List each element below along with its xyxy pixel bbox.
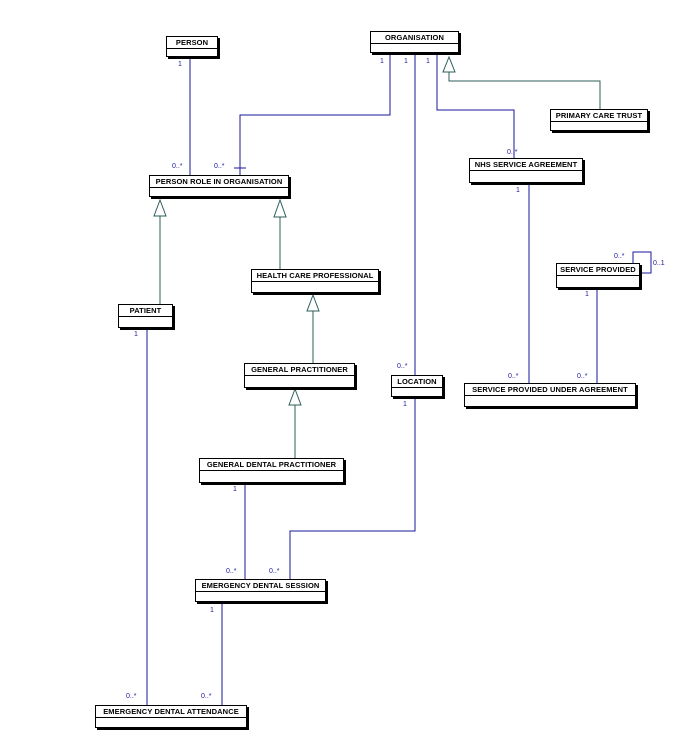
- entity-emergency-dental-session: EMERGENCY DENTAL SESSION: [195, 579, 326, 602]
- mult-nsa-many: 0..*: [507, 149, 518, 156]
- mult-eds-one: 1: [210, 607, 214, 614]
- mult-location-many: 0..*: [397, 363, 408, 370]
- entity-emergency-dental-attendance: EMERGENCY DENTAL ATTENDANCE: [95, 705, 247, 728]
- mult-eds-many-right: 0..*: [269, 568, 280, 575]
- mult-patient-one: 1: [134, 331, 138, 338]
- mult-eda-many-right: 0..*: [201, 693, 212, 700]
- gen-arrow-role-patient: [153, 198, 167, 217]
- gen-arrow-gp: [288, 387, 302, 406]
- entity-general-practitioner: GENERAL PRACTITIONER: [244, 363, 355, 388]
- assoc-organisation-role: [239, 54, 391, 176]
- entity-nhs-service-agreement: NHS SERVICE AGREEMENT: [469, 158, 583, 183]
- entity-patient: PATIENT: [118, 304, 173, 328]
- gen-arrow-hcp: [306, 293, 320, 312]
- mult-person-one: 1: [178, 61, 182, 68]
- mult-gdp-one: 1: [233, 486, 237, 493]
- mult-sp-self-opt: 0..1: [653, 260, 665, 267]
- gen-arrow-organisation: [442, 55, 456, 73]
- mult-eds-many-left: 0..*: [226, 568, 237, 575]
- entity-person: PERSON: [166, 36, 218, 57]
- assoc-location-eds: [289, 397, 416, 580]
- mult-spua-many-right: 0..*: [577, 373, 588, 380]
- entity-person-role-in-organisation: PERSON ROLE IN ORGANISATION: [149, 175, 289, 197]
- mult-org-one-a: 1: [380, 58, 384, 65]
- entity-service-provided-under-agreement: SERVICE PROVIDED UNDER AGREEMENT: [464, 383, 636, 407]
- mult-org-one-b: 1: [404, 58, 408, 65]
- mult-nsa-one: 1: [516, 187, 520, 194]
- mult-role-many-org: 0..*: [214, 163, 225, 170]
- mult-org-one-c: 1: [426, 58, 430, 65]
- mult-spua-many-left: 0..*: [508, 373, 519, 380]
- entity-location: LOCATION: [391, 375, 443, 397]
- mult-sp-one: 1: [585, 291, 589, 298]
- mult-role-many-person: 0..*: [172, 163, 183, 170]
- mult-location-one: 1: [403, 401, 407, 408]
- entity-organisation: ORGANISATION: [370, 31, 459, 53]
- assoc-sp-self: [632, 251, 652, 274]
- entity-service-provided: SERVICE PROVIDED: [556, 263, 640, 288]
- entity-health-care-professional: HEALTH CARE PROFESSIONAL: [251, 269, 379, 293]
- entity-primary-care-trust: PRIMARY CARE TRUST: [550, 109, 648, 131]
- gen-arrow-role-hcp: [273, 198, 287, 218]
- assoc-organisation-nsa: [436, 54, 515, 159]
- mult-eda-many-left: 0..*: [126, 693, 137, 700]
- gen-pct-organisation: [448, 72, 601, 110]
- entity-general-dental-practitioner: GENERAL DENTAL PRACTITIONER: [199, 458, 344, 483]
- mult-sp-self-many: 0..*: [614, 253, 625, 260]
